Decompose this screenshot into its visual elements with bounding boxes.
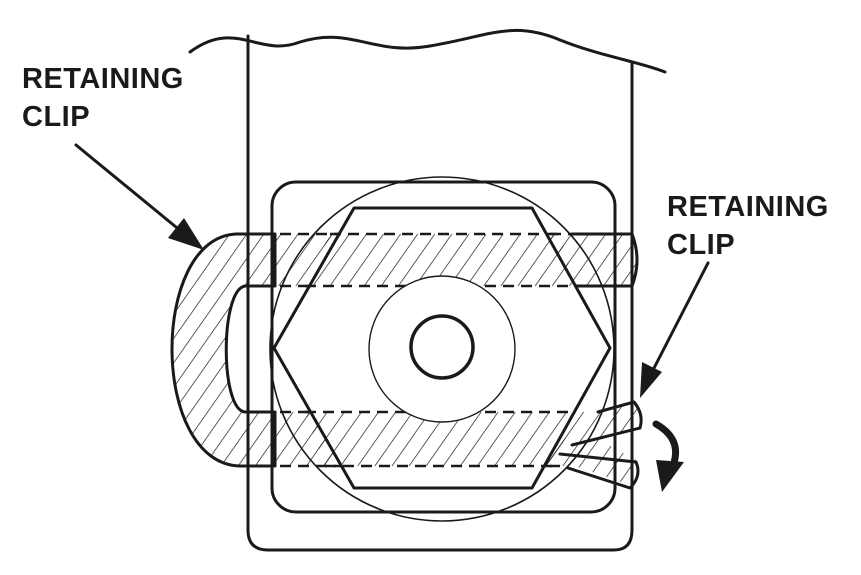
right-clip-end-upper — [570, 400, 643, 447]
right-clip-end-lower — [558, 452, 640, 490]
right-label-line1: RETAINING — [667, 191, 829, 223]
large-circle — [269, 176, 615, 522]
rotation-arrow-icon — [652, 420, 684, 492]
left-retaining-clip — [170, 232, 277, 468]
right-retaining-clip-label: RETAINING CLIP — [667, 188, 829, 264]
left-label-line1: RETAINING — [22, 63, 184, 95]
right-label-line2: CLIP — [667, 229, 736, 261]
left-leader-arrow — [74, 143, 204, 250]
center-hole — [409, 314, 475, 380]
left-label-line2: CLIP — [22, 101, 91, 133]
nut-block — [270, 180, 617, 514]
left-retaining-clip-label: RETAINING CLIP — [22, 60, 184, 136]
right-leader-arrow — [640, 261, 710, 398]
shaft-housing — [188, 28, 667, 552]
